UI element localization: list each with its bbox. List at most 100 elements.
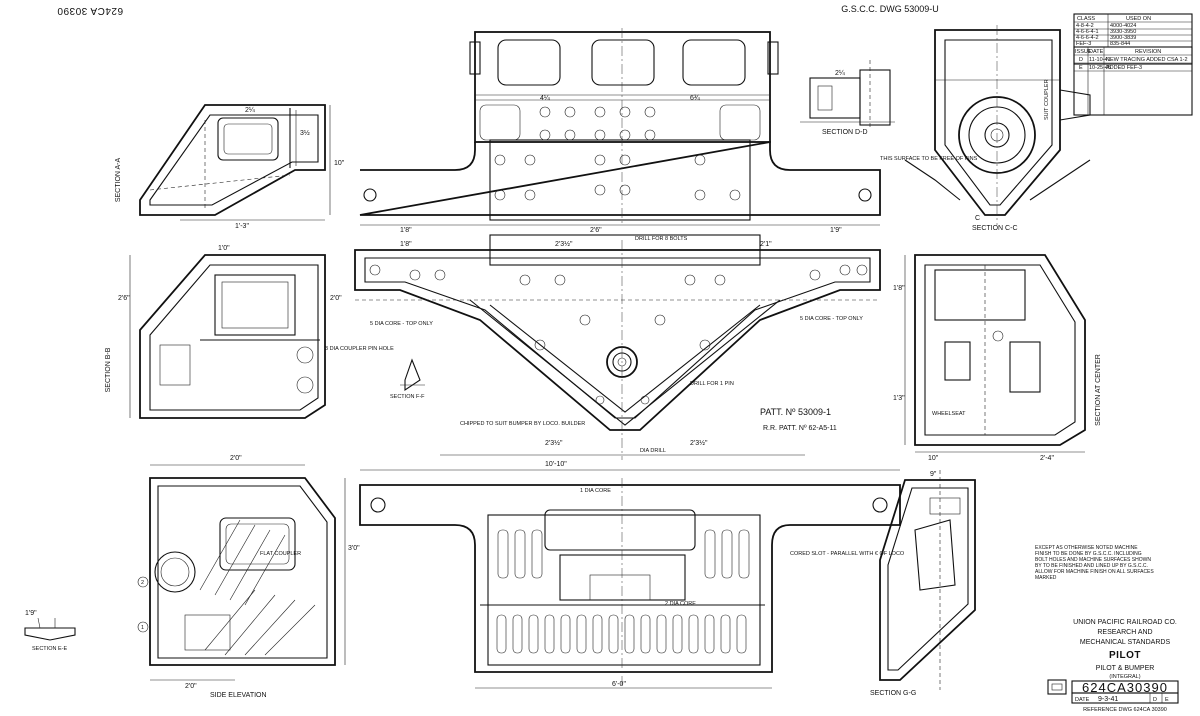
svg-text:2'0": 2'0" [330,295,342,302]
company-name: UNION PACIFIC RAILROAD CO. [1073,619,1177,626]
svg-text:6¾: 6¾ [690,95,700,102]
revision-header: REVISION [1135,49,1161,55]
svg-text:1'8": 1'8" [400,241,412,248]
chipped-bumper-note: CHIPPED TO SUIT BUMPER BY LOCO. BUILDER [460,421,585,427]
bolt-pattern-top [494,106,741,201]
rev-row-1-class: 4-8-4-2 [1076,23,1094,29]
section-at-center-label: SECTION AT CENTER [1095,354,1102,426]
section-aa-view: 1'-3" 10" 3½ 2¼ SECTION A-A [115,104,345,230]
bolt-pattern-main [369,264,868,405]
rr-pattern-number: R.R. PATT. Nº 62-A5-11 [763,425,837,432]
cored-slot-note: CORED SLOT - PARALLEL WITH € OF LOCO [790,551,905,557]
svg-text:2'0": 2'0" [185,683,197,690]
revision-table: CLASS USED ON 4-8-4-2 4000-4024 4-6-6-4-… [1073,13,1193,116]
coupler-pin-hole-note: 3 DIA COUPLER PIN HOLE [325,346,394,352]
svg-text:1'8": 1'8" [893,285,905,292]
svg-text:2¼: 2¼ [835,70,845,77]
section-bb-view: 2'6" 1'0" 2'0" 3 DIA COUPLER PIN HOLE SE… [105,245,394,419]
svg-text:2'6": 2'6" [590,227,602,234]
drill-bolts-note: DRILL FOR 8 BOLTS [635,236,688,242]
part-name: PILOT [1109,650,1141,661]
general-notes: EXCEPT AS OTHERWISE NOTED MACHINE FINISH… [1035,545,1154,581]
rev-d-text: NEW TRACING ADDED CSA 1-2 [1106,57,1188,63]
rev-row-2-used: 3930-3950 [1110,29,1136,35]
rev-e-issue: E [1079,65,1083,71]
svg-text:2'0": 2'0" [230,455,242,462]
class-header: CLASS [1077,16,1095,22]
main-plan-view: 1'8" 2'3½" 2'1" 2'3½" 2'3½" DRILL FOR 8 … [354,234,881,460]
svg-text:4¼: 4¼ [540,95,550,102]
dept-line-2: MECHANICAL STANDARDS [1080,639,1171,646]
base-width-dim: 6'-0" [612,681,626,688]
flat-coupler-note: FLAT COUPLER [260,551,301,557]
core-note-left: 5 DIA CORE - TOP ONLY [370,321,433,327]
section-gg-label: SECTION G-G [870,690,916,697]
core-note-right: 5 DIA CORE - TOP ONLY [800,316,863,322]
title-rev-e: E [1165,697,1169,703]
front-elevation-view: 10'-10" 6'-0" 1 DIA CORE 2 DIA CORE CORE… [359,461,905,689]
dia-drill-note: DIA DRILL [640,448,666,454]
wheelseat-note: WHEELSEAT [932,411,966,417]
svg-text:1'0": 1'0" [218,245,230,252]
svg-text:1'9": 1'9" [830,227,842,234]
section-cc-label: SECTION C-C [972,225,1018,232]
lower-slot-row [496,614,747,654]
svg-text:1'-3": 1'-3" [235,223,249,230]
svg-text:2'3½": 2'3½" [555,240,573,248]
side-elevation-label: SIDE ELEVATION [210,692,267,699]
lightening-slots [199,519,316,656]
svg-text:1: 1 [141,625,144,631]
section-ee-label: SECTION E-E [32,646,67,652]
section-dd-view: 2¼ SECTION D-D [800,60,895,136]
section-gg-view: 9" SECTION G-G [870,470,976,697]
section-bb-label: SECTION B-B [105,347,112,392]
svg-text:2'3½": 2'3½" [690,439,708,447]
svg-text:3½: 3½ [300,129,310,137]
section-ff-label: SECTION F-F [390,394,425,400]
title-rev-d: D [1153,697,1157,703]
date-header: DATE [1089,49,1104,55]
rev-row-4-class: FEF-3 [1076,41,1091,47]
rev-row-3-used: 3900-3839 [1110,35,1136,41]
rev-e-date: 10-25-45 [1089,65,1111,71]
section-ee-view: 1'9" SECTION E-E [24,610,76,652]
title-drawing-number: 624CA30390 [1082,680,1168,695]
stamp-icon [1047,679,1067,695]
rev-e-text: ADDED FEF-3 [1106,65,1142,71]
svg-text:10": 10" [928,455,939,462]
drawing-number-top: G.S.C.C. DWG 53009-U [841,4,939,14]
surface-free-note: THIS SURFACE TO BE FREE OF FINS [880,156,978,162]
section-at-center-view: 1'8" 1'3" 2'-4" 10" WHEELSEAT SECTION AT… [893,254,1102,462]
section-cc-view: THIS SURFACE TO BE FREE OF FINS SUIT COU… [880,25,1091,232]
svg-text:2¼: 2¼ [245,107,255,114]
part-description: PILOT & BUMPER [1096,665,1155,672]
dia-core-note-1: 1 DIA CORE [580,488,611,494]
dia-core-note-2: 2 DIA CORE [665,601,696,607]
suit-coupler-note: SUIT COUPLER [1044,79,1050,120]
svg-text:2: 2 [141,580,144,586]
part-qualifier: (INTEGRAL) [1109,674,1140,680]
svg-text:2'-4": 2'-4" [1040,455,1054,462]
title-date-label: DATE [1075,697,1090,703]
svg-text:1'9": 1'9" [25,610,37,617]
overall-width-dim: 10'-10" [545,461,567,468]
section-aa-label: SECTION A-A [115,157,122,202]
svg-text:10": 10" [334,160,345,167]
side-elevation-view: 2 1 2'0" 2'0" 3'0" FLAT COUPLER SIDE ELE… [137,455,360,699]
svg-text:2'1": 2'1" [760,241,772,248]
svg-text:2'3½": 2'3½" [545,439,563,447]
rev-row-1-used: 4000-4024 [1110,23,1136,29]
corner-number-inverted: 624CA 30390 [57,5,123,16]
svg-text:9": 9" [930,471,937,478]
title-block: UNION PACIFIC RAILROAD CO. RESEARCH AND … [1047,619,1179,713]
svg-text:1'3": 1'3" [893,395,905,402]
rev-d-issue: D [1079,57,1083,63]
rev-row-2-class: 4-6-6-4-1 [1076,29,1099,35]
rev-d-date: 11-10-41 [1089,57,1111,63]
top-plan-view: 1'8" 2'6" 1'9" 4¼ 6¾ [359,28,881,234]
dept-line-1: RESEARCH AND [1097,629,1152,636]
upper-slot-row [497,529,750,579]
issue-header: ISSUE [1075,49,1092,55]
